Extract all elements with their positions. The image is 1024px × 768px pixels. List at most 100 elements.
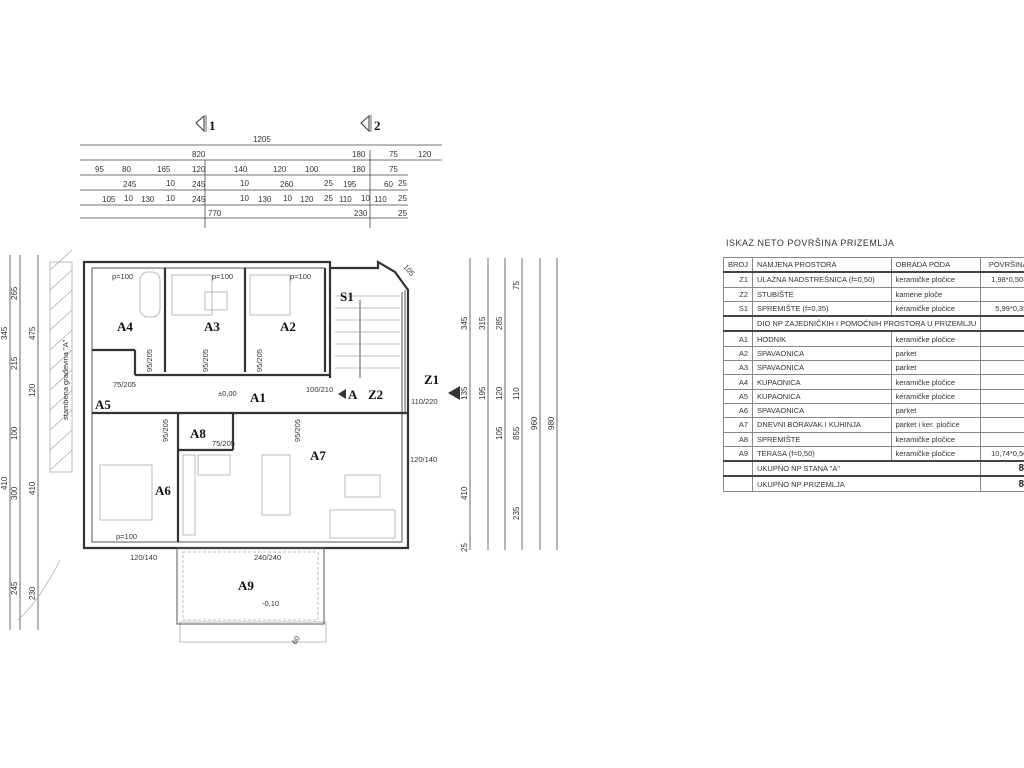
table-cell: 5,99*0,35=2, <box>980 300 1024 317</box>
entry-label: A <box>348 387 358 402</box>
left-dimensions: 265 345 475 215 120 100 410 300 410 245 … <box>0 255 39 630</box>
svg-text:25: 25 <box>398 194 407 203</box>
svg-text:195: 195 <box>343 180 357 189</box>
table-cell: DIO NP ZAJEDNIČKIH I POMOĆNIH PROSTORA U… <box>752 315 982 332</box>
svg-text:410: 410 <box>0 476 9 490</box>
svg-text:110: 110 <box>512 387 521 400</box>
svg-text:475: 475 <box>28 326 37 340</box>
door-label: 110/220 <box>411 397 438 406</box>
window-label: p=100 <box>212 272 233 281</box>
svg-text:265: 265 <box>10 286 19 300</box>
svg-text:315: 315 <box>478 316 487 330</box>
svg-text:820: 820 <box>192 150 206 159</box>
table-cell <box>722 315 754 332</box>
table-cell: keramičke pločice <box>890 300 982 317</box>
room-label-a6: A6 <box>155 483 171 498</box>
table-cell: 28, <box>980 417 1024 433</box>
room-label-a1: A1 <box>250 390 266 405</box>
table-cell: 11, <box>980 402 1024 419</box>
table-cell <box>722 460 754 477</box>
table-cell: A8 <box>722 431 754 447</box>
svg-text:10: 10 <box>240 194 249 203</box>
table-cell: A7 <box>722 417 754 433</box>
svg-text:25: 25 <box>324 194 333 203</box>
svg-text:25: 25 <box>398 209 407 218</box>
svg-text:980: 980 <box>547 416 556 430</box>
right-dimensions: 345 315 285 75 135 195 120 110 105 855 9… <box>460 258 558 552</box>
room-label-a8: A8 <box>190 426 206 441</box>
stair-dim: 105 <box>401 263 416 278</box>
table-cell: 3,1 <box>980 286 1024 302</box>
svg-text:80: 80 <box>122 165 131 174</box>
table-cell: 8, <box>980 360 1024 376</box>
table-cell: keramičke pločice <box>890 271 982 288</box>
svg-text:120: 120 <box>273 165 287 174</box>
table-cell: NAMJENA PROSTORA <box>752 257 892 274</box>
window-label: 120/140 <box>410 455 437 464</box>
svg-text:120: 120 <box>418 150 432 159</box>
svg-text:105: 105 <box>102 195 116 204</box>
room-label-a7: A7 <box>310 448 326 463</box>
table-cell: parket i ker. pločice <box>890 417 982 433</box>
table-cell: POVRŠINA (m <box>980 257 1024 274</box>
table-cell: 10,74*0,50=5, <box>980 445 1024 462</box>
svg-text:135: 135 <box>460 386 469 400</box>
svg-text:345: 345 <box>0 326 9 340</box>
room-label-a4: A4 <box>117 319 133 334</box>
svg-text:100: 100 <box>10 426 19 440</box>
window-label: p=100 <box>290 272 311 281</box>
table-cell: KUPAONICA <box>752 374 892 390</box>
svg-text:10: 10 <box>166 194 175 203</box>
svg-text:1: 1 <box>209 118 216 133</box>
svg-text:75: 75 <box>389 165 398 174</box>
table-cell: keramičke pločice <box>890 388 982 404</box>
table-cell: A3 <box>722 360 754 376</box>
window-label: p=100 <box>112 272 133 281</box>
svg-text:235: 235 <box>512 506 521 520</box>
svg-text:230: 230 <box>28 586 37 600</box>
neighbour-building: stambena građevina "A" <box>17 249 73 621</box>
svg-text:245: 245 <box>192 195 206 204</box>
table-title: ISKAZ NETO POVRŠINA PRIZEMLJA <box>726 238 895 248</box>
table-cell: KUPAONICA <box>752 388 892 404</box>
section-marker-1: 1 <box>195 114 216 133</box>
total-row: UKUPNO NP PRIZEMLJA89,2 <box>722 475 1024 492</box>
svg-text:345: 345 <box>460 316 469 330</box>
svg-text:105: 105 <box>495 426 504 440</box>
table-row: A6SPAVAONICAparket11, <box>722 402 1024 419</box>
table-cell: SPAVAONICA <box>752 402 892 419</box>
table-row: A3SPAVAONICAparket8, <box>722 360 1024 376</box>
svg-text:25: 25 <box>324 179 333 188</box>
table-cell: HODNIK <box>752 330 892 347</box>
svg-text:stambena građevina "A": stambena građevina "A" <box>61 339 70 420</box>
table-cell: Z1 <box>722 271 754 288</box>
svg-text:245: 245 <box>192 180 206 189</box>
table-cell: SPAVAONICA <box>752 360 892 376</box>
svg-text:10: 10 <box>124 194 133 203</box>
svg-text:195: 195 <box>478 386 487 400</box>
table-cell: A9 <box>722 445 754 462</box>
svg-text:245: 245 <box>123 180 137 189</box>
door-label: 95/205 <box>255 349 264 372</box>
svg-text:95: 95 <box>95 165 104 174</box>
table-cell: SPAVAONICA <box>752 345 892 362</box>
floor-level: ±0,00 <box>218 389 237 398</box>
room-label-a5: A5 <box>95 397 111 412</box>
table-cell: parket <box>890 345 982 362</box>
subtotal-row: DIO NP ZAJEDNIČKIH I POMOĆNIH PROSTORA U… <box>722 315 1024 332</box>
window-label: p=100 <box>116 532 137 541</box>
table-cell: A2 <box>722 345 754 362</box>
table-cell: Z2 <box>722 286 754 302</box>
window-label: 240/240 <box>254 553 281 562</box>
door-label: 75/205 <box>113 380 136 389</box>
table-cell: 89,2 <box>980 475 1024 492</box>
svg-text:230: 230 <box>354 209 368 218</box>
table-cell: STUBIŠTE <box>752 286 892 302</box>
svg-text:120: 120 <box>495 386 504 400</box>
